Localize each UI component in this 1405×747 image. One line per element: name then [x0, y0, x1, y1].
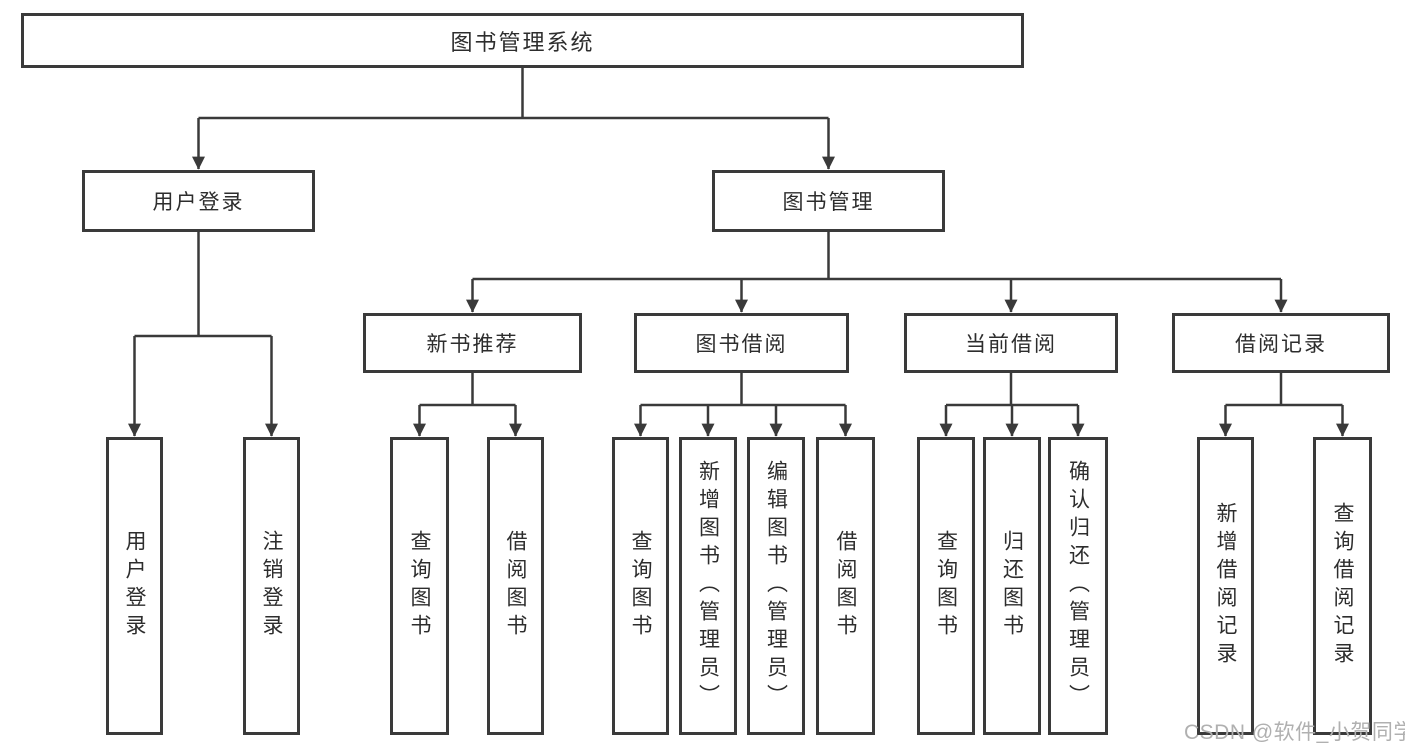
leaf-user-login: 用户登录	[106, 437, 163, 735]
node-book-borrow: 图书借阅	[634, 313, 849, 373]
leaf-cb-confirm-return-admin: 确认归还（管理员）	[1048, 437, 1108, 735]
edge-borrow-records-bus	[1225, 373, 1343, 407]
edge-book-mgmt-bus	[472, 232, 1281, 281]
edge-current-borrow-bus	[946, 373, 1078, 407]
leaf-logout: 注销登录	[243, 437, 300, 735]
edge-root-bus	[198, 68, 829, 120]
node-root: 图书管理系统	[21, 13, 1024, 68]
csdn-watermark: CSDN @软件_小贺同学	[1184, 721, 1405, 744]
edge-new-book-rec-bus	[419, 373, 516, 407]
leaf-bb-query-books: 查询图书	[612, 437, 669, 735]
node-current-borrow: 当前借阅	[904, 313, 1118, 373]
node-new-book-rec: 新书推荐	[363, 313, 582, 373]
leaf-bb-add-books-admin: 新增图书（管理员）	[679, 437, 737, 735]
leaf-bb-borrow-books: 借阅图书	[816, 437, 875, 735]
node-book-mgmt: 图书管理	[712, 170, 945, 232]
edge-user-login-bus	[134, 232, 272, 338]
leaf-nbr-query-books: 查询图书	[390, 437, 449, 735]
leaf-nbr-borrow-books: 借阅图书	[487, 437, 544, 735]
leaf-cb-return-books: 归还图书	[983, 437, 1041, 735]
leaf-br-query-record: 查询借阅记录	[1313, 437, 1372, 735]
edge-book-borrow-bus	[640, 373, 846, 407]
leaf-bb-edit-books-admin: 编辑图书（管理员）	[747, 437, 805, 735]
node-borrow-records: 借阅记录	[1172, 313, 1390, 373]
leaf-cb-query-books: 查询图书	[917, 437, 975, 735]
leaf-br-add-record: 新增借阅记录	[1197, 437, 1254, 735]
node-user-login: 用户登录	[82, 170, 315, 232]
